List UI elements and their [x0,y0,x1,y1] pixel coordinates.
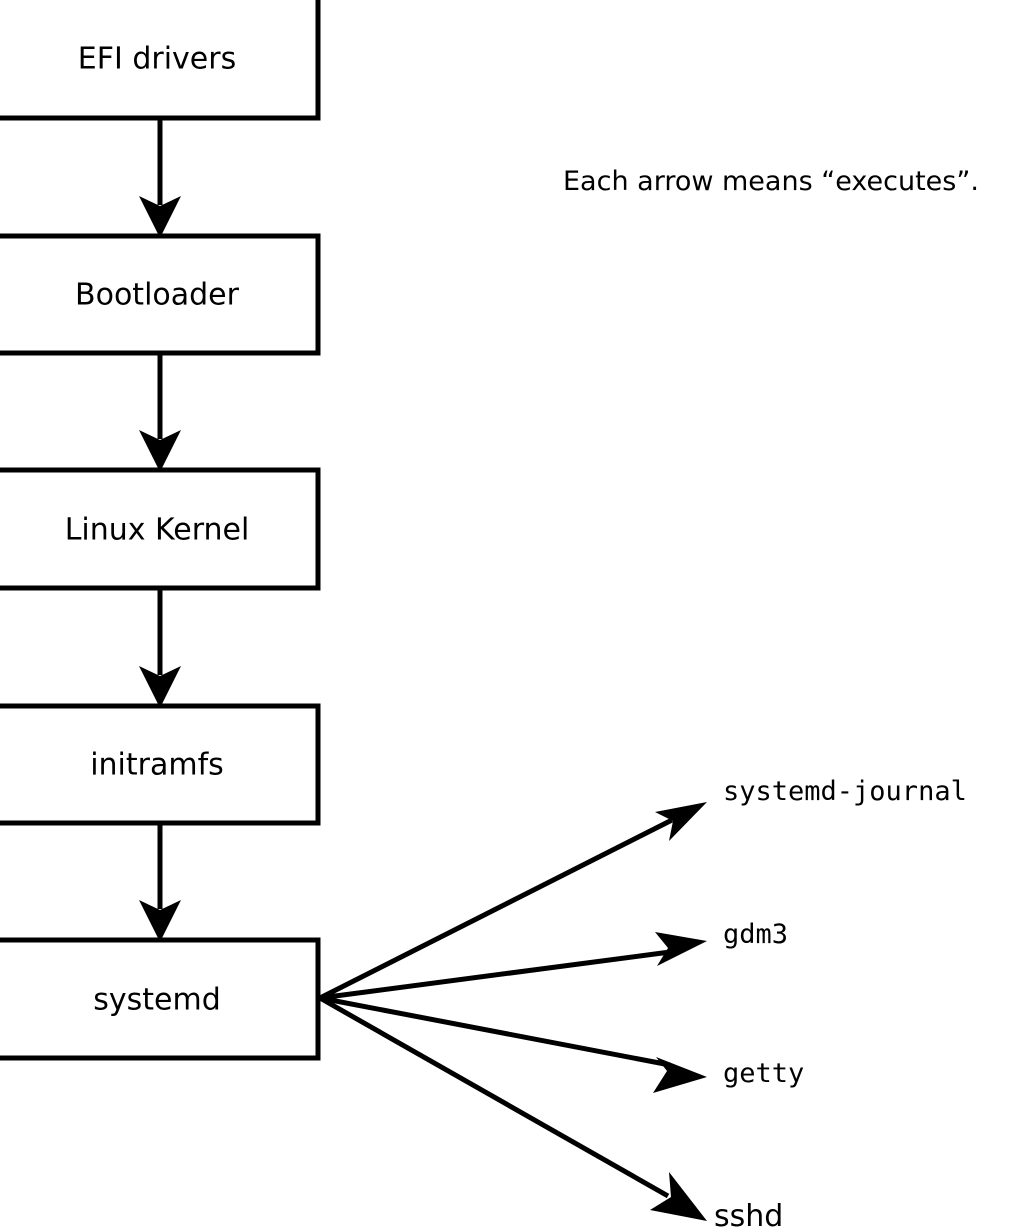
box-outline-linux-kernel [0,467,321,591]
box-label-linux-kernel: Linux Kernel [65,513,250,548]
arrow-efi-to-bootloader [139,118,181,238]
arrow-shaft [318,817,674,1001]
box-label-systemd: systemd [93,983,221,1018]
box-outline-efi-drivers [0,0,321,121]
chain-box-linux-kernel[interactable]: Linux Kernel [0,467,321,591]
box-label-bootloader: Bootloader [75,278,240,313]
fan-arrow-gdm3 [319,932,707,1001]
fan-arrow-getty [319,995,707,1093]
diagram-caption: Each arrow means “executes”. [563,166,979,197]
arrow-head-down [139,196,181,238]
chain-box-systemd[interactable]: systemd [0,937,321,1061]
fan-arrow-sshd [318,995,707,1221]
service-label-getty: getty [723,1058,804,1089]
arrow-shaft [319,995,671,1068]
fan-arrow-systemd-journal [318,802,707,1001]
arrow-shaft [318,995,670,1199]
box-outline-bootloader [0,233,321,356]
arrow-head-diagonal [655,932,707,966]
arrow-head-diagonal [655,802,707,841]
arrow-head-down [139,900,181,942]
arrow-head-diagonal [650,1172,707,1221]
box-label-efi-drivers: EFI drivers [78,42,236,77]
arrow-head-down [139,430,181,472]
arrow-bootloader-to-kernel [139,353,181,472]
chain-box-bootloader[interactable]: Bootloader [0,233,321,356]
box-label-initramfs: initramfs [90,748,224,783]
service-label-gdm3: gdm3 [723,919,788,950]
arrow-initramfs-to-systemd [139,823,181,942]
service-label-systemd-journal: systemd-journal [723,776,967,807]
arrow-kernel-to-initramfs [139,588,181,708]
arrow-head-diagonal [653,1057,707,1093]
chain-box-efi-drivers[interactable]: EFI drivers [0,0,321,121]
chain-box-initramfs[interactable]: initramfs [0,703,321,826]
service-label-sshd: sshd [714,1199,783,1230]
box-outline-initramfs [0,703,321,826]
arrow-shaft [319,949,671,1001]
arrow-head-down [139,666,181,708]
box-outline-systemd [0,937,321,1061]
